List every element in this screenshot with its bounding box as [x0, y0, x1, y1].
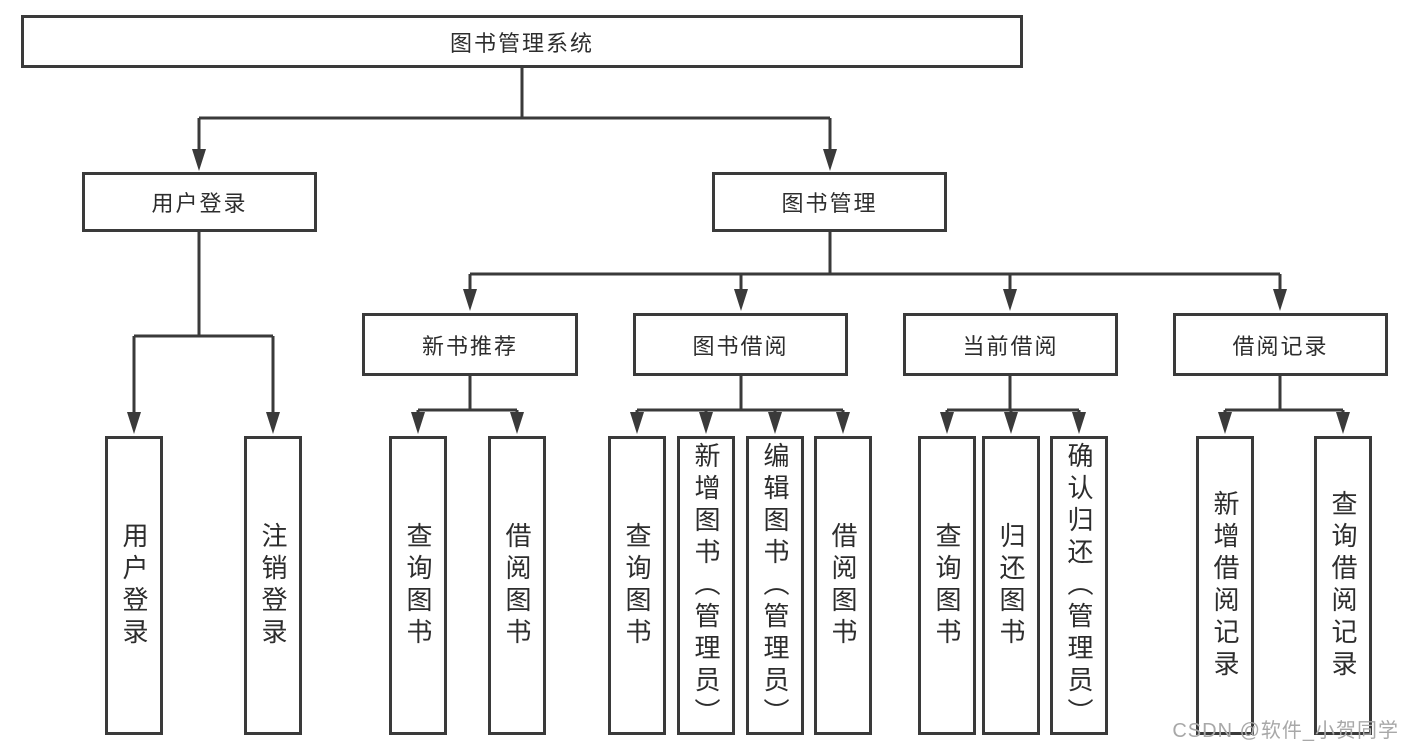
csdn-watermark: CSDN @软件_小贺同学 — [1172, 720, 1399, 742]
node-logout: 注销登录 — [244, 436, 302, 735]
arrow-down-icon — [1218, 412, 1350, 434]
node-user-login-branch: 用户登录 — [82, 172, 317, 232]
arrow-down-icon — [127, 412, 280, 434]
node-label: 新增图书（管理员） — [691, 441, 721, 730]
node-return-books: 归还图书 — [982, 436, 1040, 735]
node-label: 查询借阅记录 — [1328, 489, 1358, 682]
node-label: 确认归还（管理员） — [1064, 441, 1094, 730]
node-add-book-admin: 新增图书（管理员） — [677, 436, 735, 735]
arrow-down-icon — [940, 412, 1086, 434]
node-borrow-records: 借阅记录 — [1173, 313, 1388, 376]
node-new-book-recommend: 新书推荐 — [362, 313, 578, 376]
node-library-system: 图书管理系统 — [21, 15, 1023, 68]
node-label: 编辑图书（管理员） — [760, 441, 790, 730]
node-label: 借阅图书 — [828, 521, 858, 650]
node-label: 借阅图书 — [502, 521, 532, 650]
arrow-down-icon — [411, 412, 524, 434]
node-query-books-current: 查询图书 — [918, 436, 976, 735]
arrow-down-icon — [630, 412, 850, 434]
node-book-borrow: 图书借阅 — [633, 313, 848, 376]
connector-mgmt-branch — [463, 232, 1287, 311]
node-edit-book-admin: 编辑图书（管理员） — [746, 436, 804, 735]
connector-borrow-records — [1218, 376, 1350, 434]
node-add-borrow-record: 新增借阅记录 — [1196, 436, 1254, 735]
node-confirm-return-admin: 确认归还（管理员） — [1050, 436, 1108, 735]
arrow-down-icon — [192, 149, 837, 171]
node-current-borrow: 当前借阅 — [903, 313, 1118, 376]
node-label: 归还图书 — [996, 521, 1026, 650]
node-query-borrow-record: 查询借阅记录 — [1314, 436, 1372, 735]
node-label: 用户登录 — [119, 521, 149, 650]
node-user-login: 用户登录 — [105, 436, 163, 735]
connector-current-borrow — [940, 376, 1086, 434]
node-book-management: 图书管理 — [712, 172, 947, 232]
node-label: 查询图书 — [622, 521, 652, 650]
node-label: 查询图书 — [403, 521, 433, 650]
node-label: 新增借阅记录 — [1210, 489, 1240, 682]
connector-recommend — [411, 376, 524, 434]
connector-root — [192, 68, 837, 171]
node-query-books-borrow: 查询图书 — [608, 436, 666, 735]
node-label: 注销登录 — [258, 521, 288, 650]
node-borrow-books: 借阅图书 — [814, 436, 872, 735]
connector-user-branch — [127, 232, 280, 434]
connector-book-borrow — [630, 376, 850, 434]
node-query-books-recommend: 查询图书 — [389, 436, 447, 735]
node-borrow-books-recommend: 借阅图书 — [488, 436, 546, 735]
node-label: 查询图书 — [932, 521, 962, 650]
arrow-down-icon — [463, 289, 1287, 311]
